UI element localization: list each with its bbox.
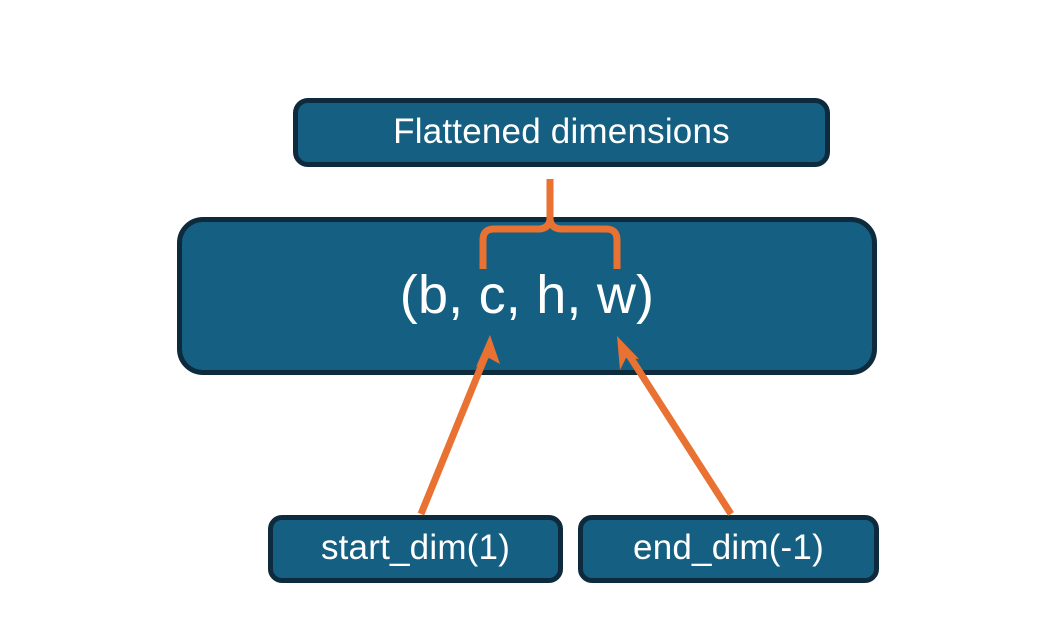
node-start-dim[interactable]: start_dim(1)	[268, 515, 563, 583]
node-end-dim-label: end_dim(-1)	[633, 528, 824, 567]
node-tensor-shape-label: (b, c, h, w)	[399, 264, 655, 325]
start-dim-arrow-shaft	[417, 350, 491, 516]
node-flattened-dimensions[interactable]: Flattened dimensions	[293, 98, 830, 167]
node-start-dim-label: start_dim(1)	[320, 528, 511, 567]
node-tensor-shape[interactable]: (b, c, h, w)	[177, 217, 877, 375]
node-end-dim[interactable]: end_dim(-1)	[578, 515, 879, 583]
end-dim-arrow-shaft	[624, 350, 734, 516]
node-flattened-dimensions-label: Flattened dimensions	[393, 111, 730, 151]
